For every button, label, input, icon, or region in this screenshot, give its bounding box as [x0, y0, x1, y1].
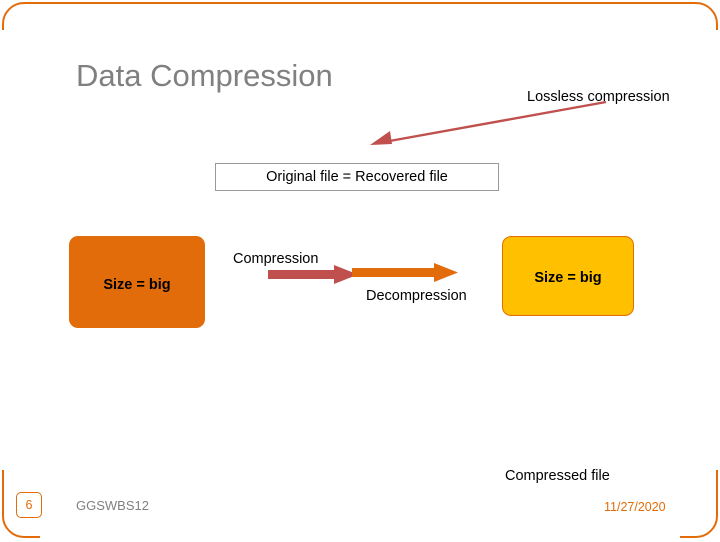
compressed-file-label: Compressed file	[505, 468, 610, 484]
footer-author: GGSWBS12	[76, 498, 149, 513]
arrow-right-decompression-icon	[352, 263, 458, 282]
original-file-size-box: Size = big	[69, 236, 205, 328]
border-mask-left	[0, 30, 6, 470]
recovered-file-size-label: Size = big	[534, 270, 602, 286]
border-mask-bottom	[40, 528, 680, 542]
compression-label: Compression	[233, 251, 319, 267]
original-file-size-label: Size = big	[103, 277, 171, 293]
recovered-file-size-box: Size = big	[502, 236, 634, 316]
arrow-right-compression-icon	[268, 265, 358, 284]
slide-number: 6	[25, 498, 33, 512]
original-file-text: Original file = Recovered file	[266, 169, 448, 185]
slide-number-badge: 6	[16, 492, 42, 518]
page-title: Data Compression	[76, 58, 333, 93]
arrow-left-up-icon	[370, 100, 607, 145]
border-mask-right	[714, 30, 720, 470]
original-file-box: Original file = Recovered file	[215, 163, 499, 191]
lossless-compression-label: Lossless compression	[527, 89, 670, 105]
decompression-label: Decompression	[366, 288, 467, 304]
footer-date: 11/27/2020	[604, 500, 666, 514]
